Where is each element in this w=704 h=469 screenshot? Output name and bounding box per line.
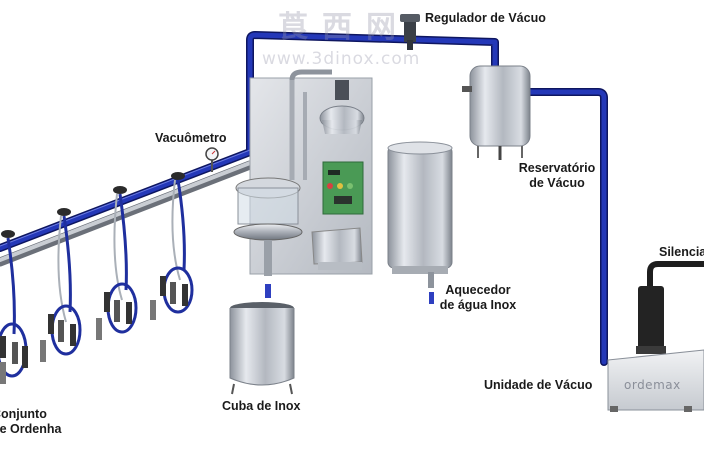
label-conjunto-line1: Conjunto (0, 407, 47, 421)
label-reservatorio: Reservatório de Vácuo (512, 161, 602, 191)
vacuum-unit-brand: ordemax (624, 378, 681, 392)
label-vacuometro: Vacuômetro (155, 131, 227, 145)
label-reservatorio-line2: de Vácuo (529, 176, 585, 190)
watermark-url: www.3dinox.com (262, 49, 421, 69)
milking-cluster (40, 208, 82, 362)
label-silenciador: Silenciador (659, 245, 704, 259)
watermark-chinese: 莨西网 (278, 10, 410, 45)
milking-cluster (0, 230, 28, 384)
receiver-station (233, 69, 373, 298)
milk-line (0, 160, 255, 267)
label-conjunto: Conjunto de Ordenha (0, 407, 61, 437)
label-aquecedor-line1: Aquecedor (445, 283, 511, 297)
label-unidade: Unidade de Vácuo (484, 378, 593, 392)
stainless-tub (229, 302, 295, 395)
label-aquecedor-line2: de água Inox (439, 298, 517, 312)
vacuum-reservoir (462, 65, 531, 160)
milking-cluster (96, 186, 138, 340)
milking-cluster (150, 172, 194, 320)
label-regulador: Regulador de Vácuo (425, 11, 546, 25)
milking-clusters (0, 172, 194, 384)
label-conjunto-line2: de Ordenha (0, 422, 62, 436)
label-aquecedor: Aquecedor de água Inox (436, 283, 520, 313)
vacuum-gauge (205, 147, 219, 172)
label-reservatorio-line1: Reservatório (518, 161, 596, 175)
vacuum-regulator (400, 14, 420, 50)
vacuum-unit (607, 261, 704, 412)
label-cuba: Cuba de Inox (222, 399, 301, 413)
water-heater (387, 141, 453, 304)
vacuum-pipe-network (0, 31, 608, 366)
